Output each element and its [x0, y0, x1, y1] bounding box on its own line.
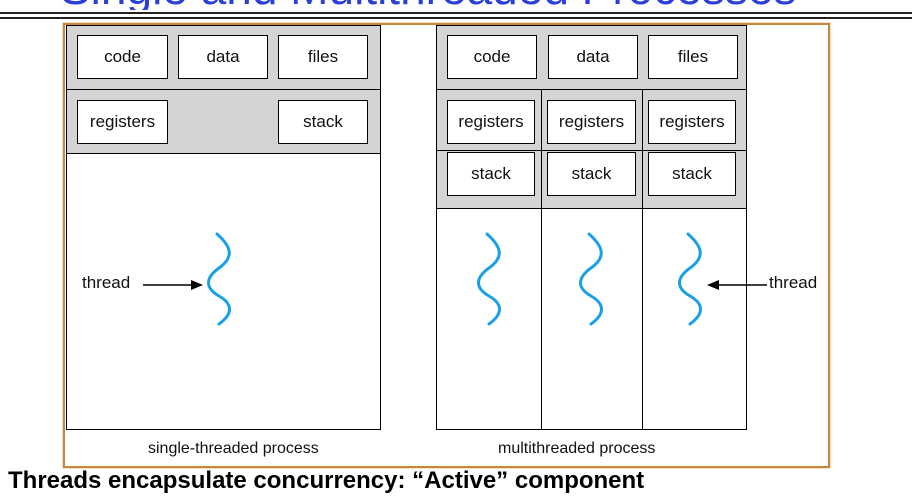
multi-thread-column-divider-2 — [642, 89, 643, 429]
multi-thread-1-registers-box: registers — [447, 100, 535, 144]
single-registers-box: registers — [77, 100, 168, 144]
multi-reg-stack-divider — [437, 150, 746, 151]
multi-data-box: data — [548, 35, 638, 79]
single-thread-squiggle — [207, 232, 231, 326]
multi-code-box: code — [447, 35, 537, 79]
multi-files-box: files — [648, 35, 738, 79]
title-rule-2 — [0, 17, 912, 19]
single-code-box: code — [77, 35, 168, 79]
single-thread-arrow — [143, 280, 203, 290]
multi-thread-arrow — [707, 280, 767, 290]
multi-thread-1-stack-box: stack — [447, 152, 535, 196]
slide-footer-text: Threads encapsulate concurrency: “Active… — [0, 466, 912, 496]
single-data-box: data — [178, 35, 268, 79]
single-thread-label: thread — [82, 273, 131, 292]
single-files-box: files — [278, 35, 368, 79]
multi-thread-3-squiggle — [678, 232, 702, 326]
multi-thread-2-stack-box: stack — [547, 152, 636, 196]
title-rule — [0, 12, 912, 14]
figure-frame — [63, 23, 830, 468]
multi-thread-2-registers-box: registers — [547, 100, 636, 144]
multi-thread-1-squiggle — [477, 232, 501, 326]
multi-thread-3-registers-box: registers — [648, 100, 736, 144]
multi-thread-2-squiggle — [579, 232, 603, 326]
single-region-divider — [67, 89, 380, 90]
single-stack-box: stack — [278, 100, 368, 144]
multi-thread-column-divider-1 — [541, 89, 542, 429]
multi-region-divider — [437, 89, 746, 90]
multi-thread-3-stack-box: stack — [648, 152, 736, 196]
multi-caption: multithreaded process — [498, 440, 656, 457]
multi-thread-label: thread — [769, 273, 818, 292]
single-caption: single-threaded process — [148, 440, 319, 457]
footer-text-fragment: Threads encapsulate concurrency: “Active… — [8, 467, 645, 494]
slide-title: Single and Multithreaded Processes — [60, 0, 890, 10]
